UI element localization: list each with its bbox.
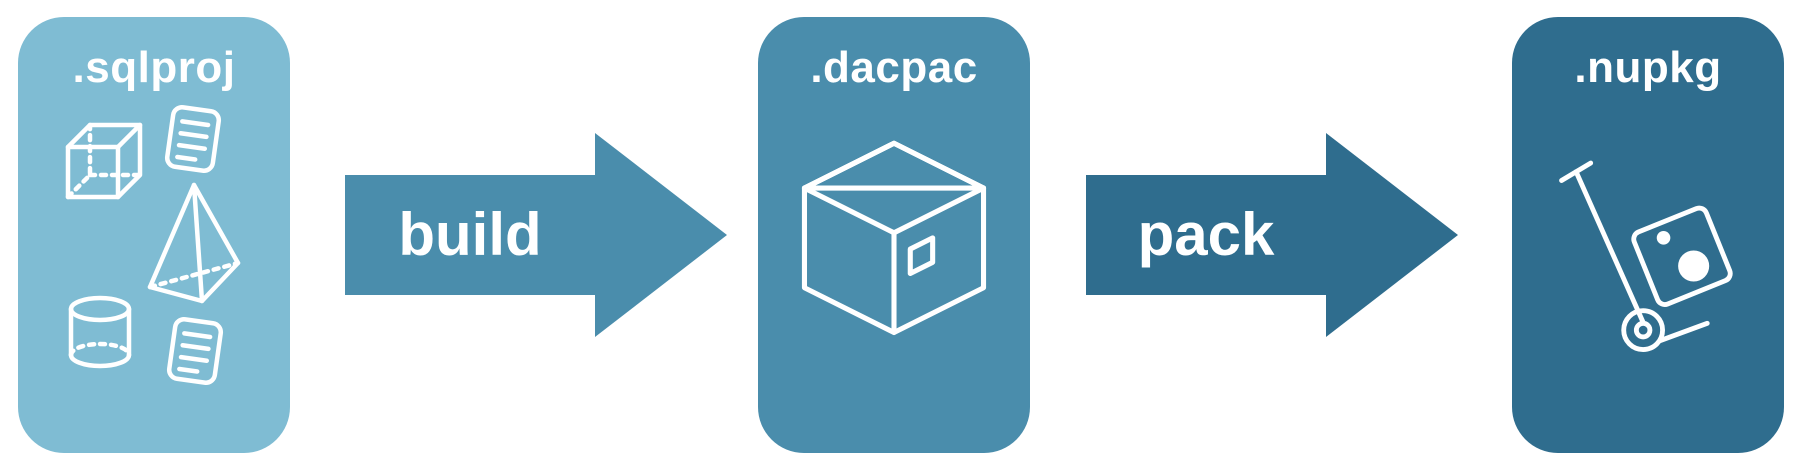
nuget-large-dot [1678,250,1710,282]
cube-icon [65,122,143,200]
arrow-pack: pack [1086,133,1458,337]
node-sqlproj: .sqlproj [18,17,290,453]
arrow-pack-body: pack [1086,175,1326,295]
node-nupkg: .nupkg [1512,17,1784,453]
hand-truck-package-icon [1559,160,1733,352]
node-nupkg-label: .nupkg [1574,43,1722,92]
nuget-small-dot [1656,231,1671,245]
pyramid-icon [147,182,241,304]
node-sqlproj-label: .sqlproj [72,43,236,92]
package-box-icon [801,140,987,336]
database-cylinder-icon [68,295,132,369]
script-scroll-icon [166,106,220,172]
node-dacpac: .dacpac [758,17,1030,453]
arrow-build-label: build [398,201,542,268]
node-dacpac-label: .dacpac [810,43,978,92]
arrow-build-body: build [345,175,595,295]
arrow-pack-label: pack [1137,201,1275,268]
arrow-build-head [595,133,727,337]
arrow-pack-head [1326,133,1458,337]
arrow-build: build [345,133,727,337]
sql-project-objects-illustration [65,99,241,389]
script-scroll-icon [168,318,222,384]
